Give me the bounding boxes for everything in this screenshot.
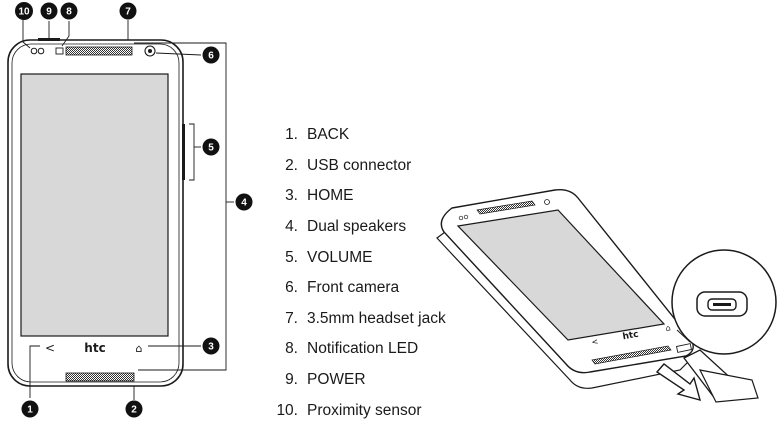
callout-7: 7 [119,2,137,20]
legend-number: 8. [285,340,298,357]
svg-text:7: 7 [125,7,131,18]
angled-back-key-icon: < [591,337,599,347]
callout-3: 3 [202,337,220,355]
legend-number: 3. [285,187,298,204]
top-speaker-grille [65,46,133,56]
legend-label: Notification LED [307,340,419,357]
legend-label: USB connector [307,157,412,174]
legend-number: 7. [285,310,298,327]
callout-1: 1 [21,400,39,418]
legend-label: VOLUME [307,249,373,266]
legend-number: 6. [285,279,298,296]
svg-text:10: 10 [18,7,30,18]
home-key-icon: ⌂ [136,342,143,355]
bottom-speaker-grille [65,372,135,382]
usb-cable [683,349,759,403]
brand-logo: htc [84,341,105,355]
callout-4: 4 [235,193,253,211]
legend-label: HOME [307,187,354,204]
callout-2: 2 [125,400,143,418]
angled-bottom-grille [591,345,672,365]
proximity-sensor [30,47,45,55]
phone-front: < htc ⌂ [7,38,185,387]
legend-label: POWER [307,371,366,388]
callout-6: 6 [202,46,220,64]
volume-buttons [182,124,185,180]
svg-text:8: 8 [66,7,72,18]
svg-text:2: 2 [131,405,137,416]
phone-angled: < htc ⌂ [436,188,694,389]
legend-number: 5. [285,249,298,266]
back-key-icon: < [45,341,55,355]
svg-text:9: 9 [46,7,52,18]
insertion-arrow-icon [655,363,701,401]
legend-label: Dual speakers [307,218,407,235]
legend-number: 10. [276,402,298,419]
svg-text:1: 1 [27,405,33,416]
phone-front-screen [20,73,169,337]
legend-number: 1. [285,126,298,143]
callout-5: 5 [202,138,220,156]
leader-lines [22,20,234,400]
power-button [38,38,60,41]
phone-angled-screen [456,209,666,341]
svg-text:6: 6 [208,51,214,62]
notification-led [55,47,64,55]
callout-9: 9 [40,2,58,20]
callout-8: 8 [60,2,78,20]
legend-number: 2. [285,157,298,174]
legend-label: BACK [307,126,350,143]
angled-usb-port [675,343,693,353]
legend-number: 9. [285,371,298,388]
angled-home-key-icon: ⌂ [665,323,672,333]
callout-10: 10 [15,2,33,20]
legend-label: 3.5mm headset jack [307,310,446,327]
legend-label: Proximity sensor [307,402,422,419]
usb-port-magnifier [671,249,777,355]
legend-number: 4. [285,218,298,235]
legend-label: Front camera [307,279,400,296]
phone-front-bezel [11,43,180,383]
svg-text:3: 3 [208,342,214,353]
angled-brand-logo: htc [622,330,640,343]
svg-text:4: 4 [241,198,247,209]
svg-text:5: 5 [208,143,214,154]
angled-top-grille [476,200,536,215]
